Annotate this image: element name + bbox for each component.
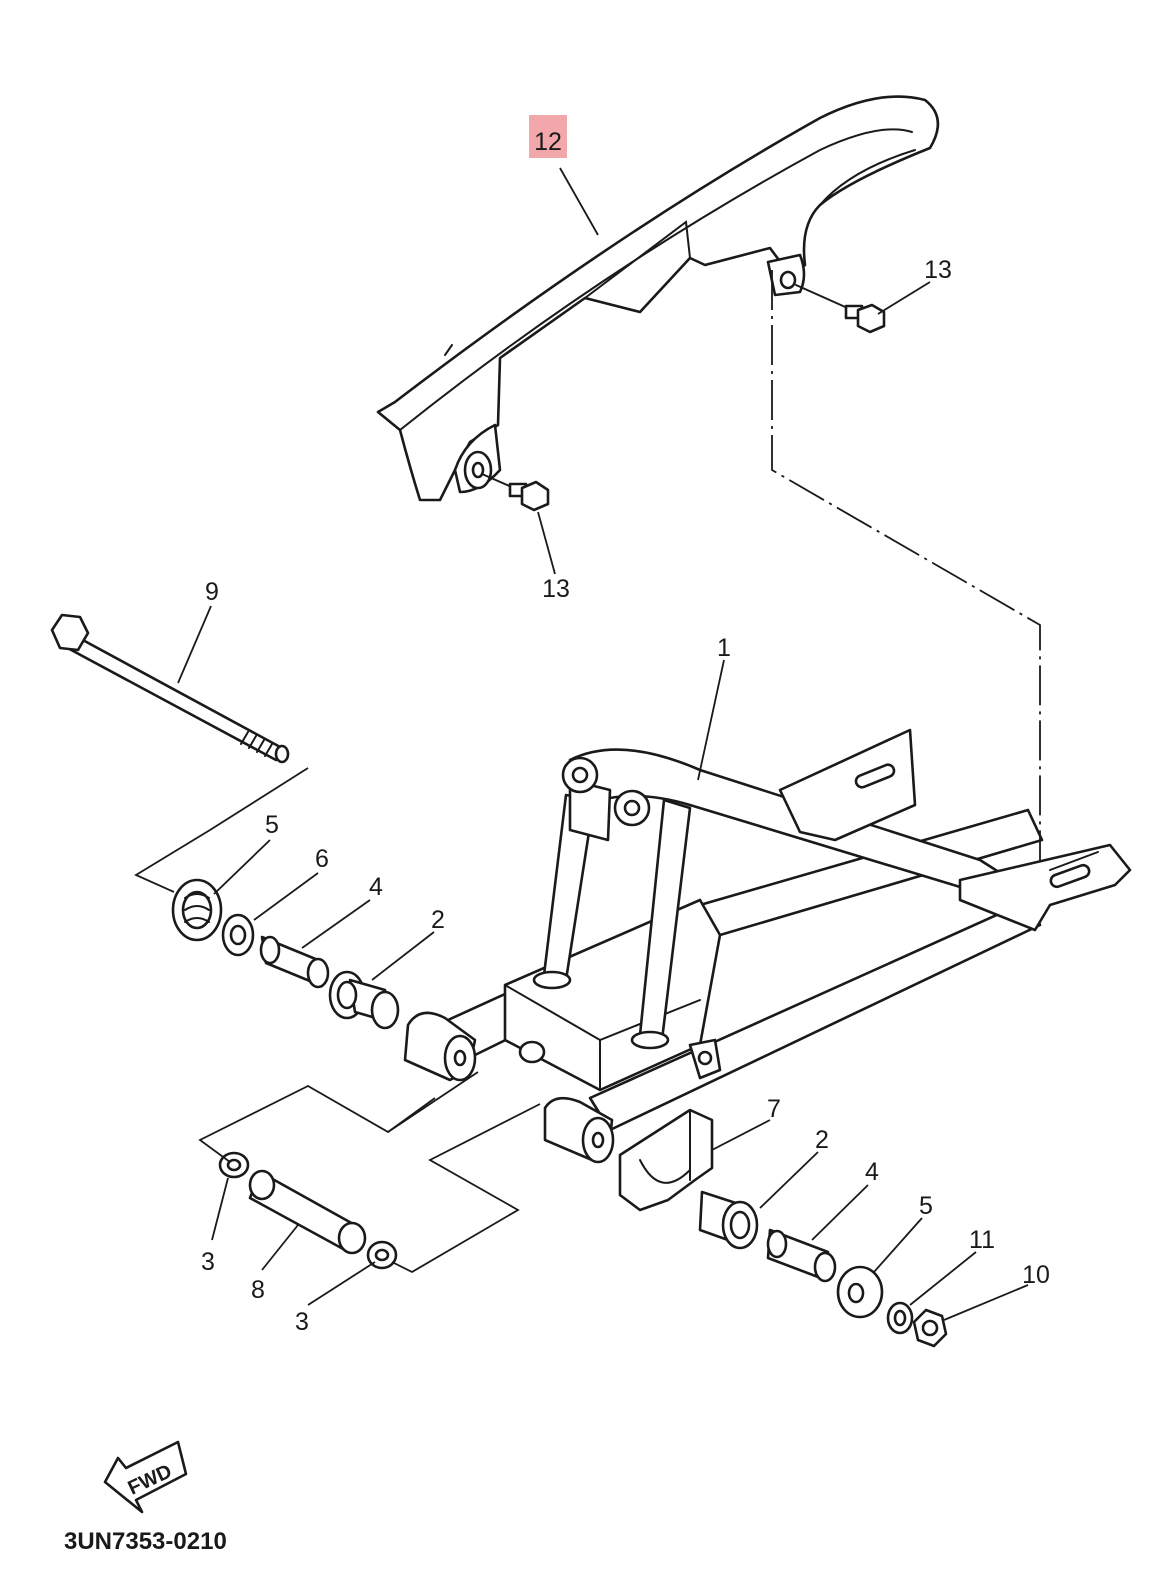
chain-guard[interactable] bbox=[376, 95, 940, 502]
callout-8[interactable]: 8 bbox=[251, 1276, 265, 1304]
callout-4-left[interactable]: 4 bbox=[369, 873, 383, 901]
alignment-lines bbox=[134, 270, 1041, 1274]
callout-12-highlight bbox=[529, 115, 567, 158]
callout-5-left[interactable]: 5 bbox=[265, 811, 279, 839]
callout-13-left[interactable]: 13 bbox=[542, 575, 570, 603]
callout-4-right[interactable]: 4 bbox=[865, 1158, 879, 1186]
callout-2-left[interactable]: 2 bbox=[431, 906, 445, 934]
callout-1[interactable]: 1 bbox=[717, 634, 731, 662]
pivot-shaft[interactable] bbox=[50, 613, 290, 764]
washer-3-left[interactable] bbox=[218, 1151, 250, 1179]
callout-12[interactable]: 12 bbox=[534, 128, 562, 156]
washer-6[interactable] bbox=[221, 913, 255, 957]
oil-seal-5-left[interactable] bbox=[171, 878, 223, 942]
callouts: 12 13 13 9 1 5 6 4 2 7 2 4 5 11 10 3 8 3 bbox=[201, 115, 1050, 1336]
callout-9[interactable]: 9 bbox=[205, 578, 219, 606]
callout-3-left[interactable]: 3 bbox=[201, 1248, 215, 1276]
callout-5-right[interactable]: 5 bbox=[919, 1192, 933, 1220]
callout-10[interactable]: 10 bbox=[1022, 1261, 1050, 1289]
washer-11[interactable] bbox=[886, 1301, 914, 1335]
bolt-13-right[interactable] bbox=[795, 284, 886, 334]
callout-leaders bbox=[177, 167, 1029, 1321]
collar-8[interactable] bbox=[248, 1169, 367, 1255]
callout-3-right[interactable]: 3 bbox=[295, 1308, 309, 1336]
collar-4-right[interactable] bbox=[766, 1228, 837, 1283]
nut-10[interactable] bbox=[912, 1308, 948, 1348]
oil-seal-5-right[interactable] bbox=[836, 1265, 884, 1319]
bushing-2-right[interactable] bbox=[698, 1190, 759, 1250]
callout-13-right[interactable]: 13 bbox=[924, 256, 952, 284]
forward-direction-arrow: FWD bbox=[103, 1440, 188, 1514]
swingarm-pivot-boss-right bbox=[543, 1096, 615, 1164]
callout-6[interactable]: 6 bbox=[315, 845, 329, 873]
swingarm-pivot-boss-left bbox=[403, 1011, 477, 1082]
swingarm[interactable] bbox=[446, 728, 1132, 1132]
collar-4-left[interactable] bbox=[259, 935, 330, 989]
washer-3-right[interactable] bbox=[366, 1240, 398, 1270]
callout-7[interactable]: 7 bbox=[767, 1095, 781, 1123]
drawing-code: 3UN7353-0210 bbox=[64, 1528, 227, 1555]
chain-puller-7[interactable] bbox=[618, 1108, 714, 1212]
callout-11[interactable]: 11 bbox=[969, 1226, 995, 1254]
bolt-13-left[interactable] bbox=[481, 473, 550, 512]
bushing-2-left[interactable] bbox=[328, 970, 400, 1030]
callout-2-right[interactable]: 2 bbox=[815, 1126, 829, 1154]
